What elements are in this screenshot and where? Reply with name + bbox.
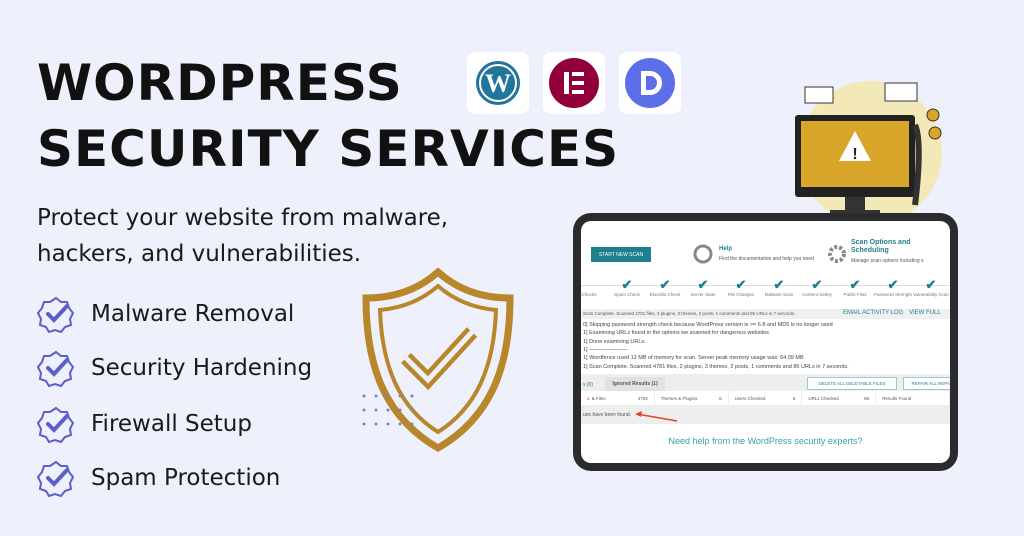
start-new-scan-button[interactable]: START NEW SCAN (591, 247, 651, 262)
check-icon: ✔ (925, 277, 937, 292)
scan-step: User (949, 278, 950, 297)
log-line: 1] ——————— (583, 346, 628, 353)
log-line: 1] Examining URLs found in the options w… (583, 330, 769, 337)
scan-step: ✔Password Strength (873, 277, 913, 298)
view-full-log-link[interactable]: VIEW FULL (909, 310, 941, 316)
check-icon: ✔ (621, 277, 633, 292)
log-line: 1] Scan Complete. Scanned 4781 files, 2 … (583, 363, 849, 370)
scan-step: ✔Public Files (835, 277, 875, 298)
delete-all-button[interactable]: DELETE ALL DELETABLE FILES (807, 377, 897, 390)
svg-text:W: W (485, 69, 511, 98)
tablet-screenshot: START NEW SCAN Help Find the documentati… (573, 213, 958, 471)
scan-options-title[interactable]: Scan Options and Scheduling (851, 239, 911, 254)
subtitle: Protect your website from malware,hacker… (37, 205, 449, 267)
scan-step: ✔Malware Scan (759, 277, 799, 298)
expert-help-link[interactable]: Need help from the WordPress security ex… (668, 436, 863, 446)
check-icon: ✔ (887, 277, 899, 292)
feature-item: Spam Protection (37, 459, 280, 497)
scan-step: ✔Blocklist Check (645, 277, 685, 298)
check-icon (581, 278, 609, 292)
scan-step: Checks (581, 278, 609, 297)
repair-all-button[interactable]: REPAIR ALL REPAIR (903, 377, 950, 390)
lifebuoy-icon (693, 244, 713, 264)
dot-grid-decoration (362, 394, 414, 426)
check-icon: ✔ (697, 277, 709, 292)
feature-item: Firewall Setup (37, 405, 252, 443)
scan-step: ✔Vulnerability Scan (911, 277, 950, 298)
wordpress-logo: W (467, 52, 529, 114)
arrow-annotation-icon (635, 411, 678, 422)
check-badge-icon (37, 460, 75, 497)
check-icon: ✔ (811, 277, 823, 292)
shield-check-icon (362, 268, 514, 453)
check-icon: ✔ (735, 277, 747, 292)
scan-step: ✔File Changes (721, 277, 761, 298)
check-icon (949, 278, 950, 292)
check-icon: ✔ (773, 277, 785, 292)
feature-item: Malware Removal (37, 295, 294, 333)
feature-item: Security Hardening (37, 349, 312, 387)
log-line: 0] Skipping password strength check beca… (583, 322, 833, 328)
security-alert-illustration: ! (795, 81, 942, 225)
check-icon: ✔ (659, 277, 671, 292)
tab-results[interactable]: s (0) (583, 382, 593, 388)
scan-step: ✔Content Safety (797, 277, 837, 298)
check-icon: ✔ (849, 277, 861, 292)
check-badge-icon (37, 296, 75, 333)
svg-text:!: ! (852, 146, 857, 163)
check-badge-icon (37, 350, 75, 387)
log-line: 1] Wordfence used 12 MB of memory for sc… (583, 355, 804, 362)
gear-icon (828, 245, 846, 263)
tab-ignored-results[interactable]: Ignored Results (1) (605, 377, 665, 391)
log-line: 1] Done examining URLs. (583, 338, 646, 345)
scan-step: ✔Server State (683, 277, 723, 298)
d-logo (619, 52, 681, 114)
elementor-logo (543, 52, 605, 114)
scan-step: ✔Spam Check (607, 277, 647, 298)
check-badge-icon (37, 406, 75, 443)
stat-cell: Results Found (876, 391, 950, 405)
email-activity-log-link[interactable]: EMAIL ACTIVITY LOG (843, 310, 904, 316)
